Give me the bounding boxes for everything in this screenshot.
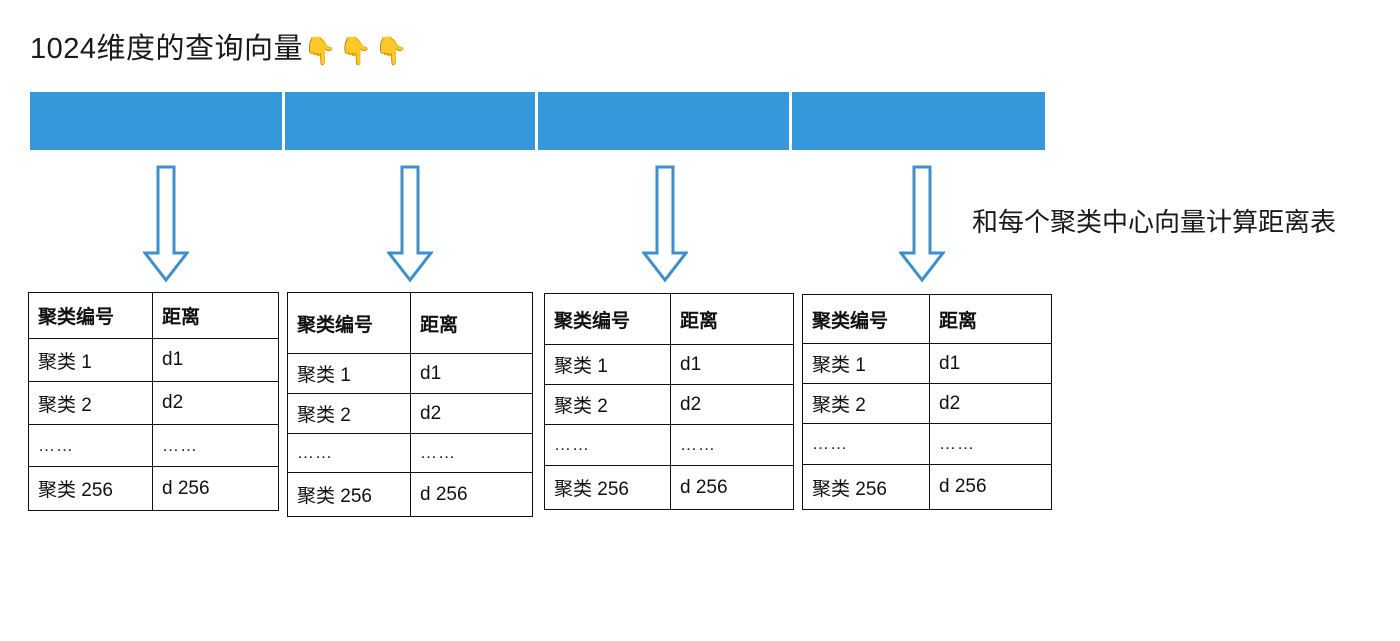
table-header-row: 聚类编号 距离 (287, 292, 533, 354)
table-row: 聚类 1 d1 (544, 344, 794, 385)
table-row: 聚类 2 d2 (287, 393, 533, 434)
cell-distance: d 256 (929, 464, 1052, 510)
cell-distance: …… (929, 423, 1052, 465)
cell-cluster: …… (28, 424, 153, 467)
cell-cluster: 聚类 256 (544, 465, 671, 510)
cell-cluster: 聚类 1 (544, 344, 671, 385)
table-header-row: 聚类编号 距离 (544, 293, 794, 345)
table-row: 聚类 1 d1 (28, 338, 279, 382)
distance-table-2: 聚类编号 距离 聚类 1 d1 聚类 2 d2 …… …… 聚类 256 d 2… (287, 292, 533, 517)
cell-distance: d2 (929, 383, 1052, 424)
table-row: 聚类 256 d 256 (802, 464, 1052, 510)
cell-cluster: 聚类 256 (28, 466, 153, 511)
cell-distance: d1 (410, 353, 533, 394)
cell-distance: d2 (410, 393, 533, 434)
header-distance: 距离 (929, 294, 1052, 344)
table-row: 聚类 1 d1 (802, 343, 1052, 384)
table-row: 聚类 2 d2 (802, 383, 1052, 424)
cell-cluster: 聚类 2 (287, 393, 411, 434)
header-cluster-id: 聚类编号 (544, 293, 671, 345)
vector-segment-2 (285, 92, 535, 150)
header-cluster-id: 聚类编号 (287, 292, 411, 354)
arrow-down-icon-4 (899, 165, 945, 283)
table-row-ellipsis: …… …… (287, 433, 533, 473)
table-header-row: 聚类编号 距离 (802, 294, 1052, 344)
arrow-down-icon-2 (387, 165, 433, 283)
table-row: 聚类 256 d 256 (28, 466, 279, 511)
cell-distance: d1 (670, 344, 794, 385)
pointing-down-emoji: 👇👇👇 (303, 36, 410, 66)
query-vector-bar (30, 92, 1045, 150)
table-row: 聚类 256 d 256 (544, 465, 794, 510)
cell-distance: d 256 (152, 466, 279, 511)
cell-cluster: 聚类 1 (28, 338, 153, 382)
distance-table-1: 聚类编号 距离 聚类 1 d1 聚类 2 d2 …… …… 聚类 256 d 2… (28, 292, 279, 511)
table-row-ellipsis: …… …… (802, 423, 1052, 465)
page-title-text: 1024维度的查询向量 (30, 33, 304, 65)
cell-cluster: 聚类 2 (802, 383, 930, 424)
vector-segment-4 (792, 92, 1045, 150)
arrow-down-icon-3 (642, 165, 688, 283)
arrow-down-icon-1 (143, 165, 189, 283)
cell-distance: …… (410, 433, 533, 473)
cell-cluster: …… (544, 424, 671, 466)
table-row-ellipsis: …… …… (544, 424, 794, 466)
table-row: 聚类 1 d1 (287, 353, 533, 394)
cell-distance: d1 (929, 343, 1052, 384)
distance-table-4: 聚类编号 距离 聚类 1 d1 聚类 2 d2 …… …… 聚类 256 d 2… (802, 294, 1052, 510)
page-title: 1024维度的查询向量👇👇👇 (30, 30, 410, 70)
cell-distance: …… (670, 424, 794, 466)
header-distance: 距离 (670, 293, 794, 345)
table-row-ellipsis: …… …… (28, 424, 279, 467)
cell-cluster: 聚类 256 (287, 472, 411, 517)
cell-distance: d2 (152, 381, 279, 425)
header-distance: 距离 (152, 292, 279, 339)
table-header-row: 聚类编号 距离 (28, 292, 279, 339)
cell-cluster: 聚类 1 (287, 353, 411, 394)
cell-distance: d 256 (410, 472, 533, 517)
table-row: 聚类 2 d2 (28, 381, 279, 425)
table-row: 聚类 2 d2 (544, 384, 794, 425)
cell-distance: d 256 (670, 465, 794, 510)
side-caption: 和每个聚类中心向量计算距离表 (972, 207, 1337, 237)
cell-cluster: …… (287, 433, 411, 473)
cell-cluster: 聚类 256 (802, 464, 930, 510)
vector-segment-1 (30, 92, 282, 150)
table-row: 聚类 256 d 256 (287, 472, 533, 517)
cell-cluster: 聚类 2 (544, 384, 671, 425)
cell-distance: d2 (670, 384, 794, 425)
cell-distance: …… (152, 424, 279, 467)
header-cluster-id: 聚类编号 (802, 294, 930, 344)
cell-cluster: 聚类 1 (802, 343, 930, 384)
cell-cluster: …… (802, 423, 930, 465)
header-cluster-id: 聚类编号 (28, 292, 153, 339)
cell-cluster: 聚类 2 (28, 381, 153, 425)
header-distance: 距离 (410, 292, 533, 354)
cell-distance: d1 (152, 338, 279, 382)
vector-segment-3 (538, 92, 789, 150)
distance-table-3: 聚类编号 距离 聚类 1 d1 聚类 2 d2 …… …… 聚类 256 d 2… (544, 293, 794, 510)
